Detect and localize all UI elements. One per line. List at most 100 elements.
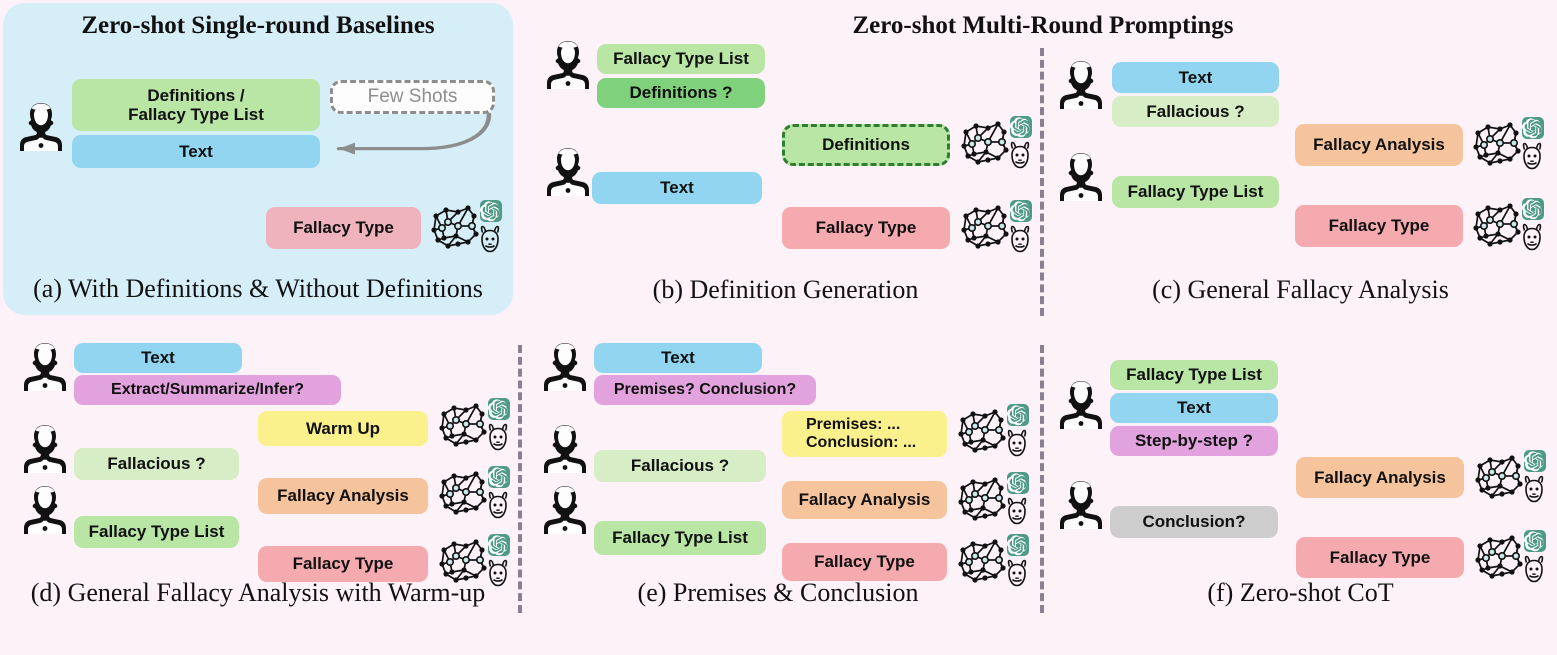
llama-icon [1520, 142, 1544, 172]
openai-logo-icon [480, 200, 502, 222]
model-icon [1470, 198, 1544, 254]
bubble-line-1: Definitions / [147, 85, 245, 105]
bubble-fallacy-type[interactable]: Fallacy Type [782, 207, 950, 249]
neural-network-icon [1470, 119, 1522, 169]
bubble-step-by-step-question[interactable]: Step-by-step ? [1110, 426, 1278, 456]
bubble-fallacy-analysis[interactable]: Fallacy Analysis [782, 481, 947, 519]
user-icon [545, 38, 591, 90]
bubble-conclusion-question[interactable]: Conclusion? [1110, 506, 1278, 538]
llama-icon [1522, 475, 1546, 505]
premises-line: Premises: ... [806, 416, 901, 434]
openai-logo-icon [488, 398, 510, 420]
conclusion-line: Conclusion: ... [806, 434, 917, 451]
llama-icon [478, 225, 502, 255]
openai-logo-icon [1524, 450, 1546, 472]
openai-logo-icon [1522, 117, 1544, 139]
few-shots-arrow-icon [313, 110, 503, 162]
llama-icon [1008, 141, 1032, 171]
bubble-definitions-question[interactable]: Definitions ? [597, 78, 765, 108]
llama-icon [1520, 223, 1544, 253]
neural-network-icon [955, 474, 1007, 524]
user-icon [542, 340, 588, 392]
model-icon [436, 534, 510, 590]
user-icon [1058, 478, 1104, 530]
bubble-premises-conclusion-question[interactable]: Premises? Conclusion? [594, 375, 816, 405]
bubble-fallacy-type-list[interactable]: Fallacy Type List [594, 521, 766, 555]
user-icon [22, 483, 68, 535]
user-icon [545, 145, 591, 197]
model-icon [1472, 530, 1546, 586]
openai-logo-icon [1007, 472, 1029, 494]
bubble-fallacy-type-list[interactable]: Fallacy Type List [74, 516, 239, 548]
llama-icon [486, 423, 510, 453]
section-title-multi-round: Zero-shot Multi-Round Promptings [852, 12, 1234, 39]
llama-icon [1005, 497, 1029, 527]
llama-icon [1008, 225, 1032, 255]
model-icon [958, 116, 1032, 172]
user-icon [1058, 58, 1104, 110]
model-icon [436, 466, 510, 522]
bubble-fallacy-type-list[interactable]: Fallacy Type List [1112, 176, 1279, 208]
bubble-fallacy-analysis[interactable]: Fallacy Analysis [1295, 124, 1463, 166]
bubble-text[interactable]: Text [1112, 62, 1279, 93]
user-icon [1058, 150, 1104, 202]
bubble-line-2: Fallacy Type List [128, 105, 264, 124]
openai-logo-icon [488, 534, 510, 556]
neural-network-icon [428, 202, 480, 252]
model-icon [436, 398, 510, 454]
neural-network-icon [1470, 200, 1522, 250]
bubble-fallacy-type-list[interactable]: Fallacy Type List [597, 44, 765, 74]
divider-d-e [518, 345, 522, 613]
user-icon [22, 422, 68, 474]
model-icon [955, 534, 1029, 590]
model-icon [1472, 450, 1546, 506]
bubble-fallacy-type[interactable]: Fallacy Type [266, 207, 421, 249]
model-icon [958, 200, 1032, 256]
bubble-fallacious-question[interactable]: Fallacious ? [74, 448, 239, 480]
caption-a: (a) With Definitions & Without Definitio… [33, 274, 483, 303]
bubble-text[interactable]: Text [1110, 393, 1278, 423]
bubble-premises-conclusion-output[interactable]: Premises: ... Conclusion: ... [782, 411, 947, 457]
neural-network-icon [1472, 532, 1524, 582]
bubble-fallacy-type[interactable]: Fallacy Type [782, 543, 947, 581]
caption-e: (e) Premises & Conclusion [637, 578, 919, 607]
bubble-fallacy-type-list[interactable]: Fallacy Type List [1110, 360, 1278, 390]
bubble-fallacy-type[interactable]: Fallacy Type [258, 546, 428, 582]
openai-logo-icon [1010, 116, 1032, 138]
bubble-text[interactable]: Text [594, 343, 762, 373]
bubble-fallacy-type[interactable]: Fallacy Type [1296, 537, 1464, 578]
bubble-text[interactable]: Text [74, 343, 242, 373]
user-icon [22, 340, 68, 392]
bubble-extract-summarize-infer[interactable]: Extract/Summarize/Infer? [74, 375, 341, 405]
bubble-definitions-fallacy-type-list[interactable]: Definitions / Fallacy Type List [72, 79, 320, 131]
user-icon [542, 422, 588, 474]
neural-network-icon [436, 400, 488, 450]
model-icon [955, 472, 1029, 528]
user-interactable-icon [1058, 378, 1104, 430]
bubble-definitions-generated[interactable]: Definitions [782, 124, 950, 166]
bubble-text[interactable]: Text [72, 135, 320, 168]
bubble-fallacy-type[interactable]: Fallacy Type [1295, 205, 1463, 247]
neural-network-icon [958, 202, 1010, 252]
bubble-fallacious-question[interactable]: Fallacious ? [1112, 96, 1279, 127]
llama-icon [486, 491, 510, 521]
caption-f: (f) Zero-shot CoT [1207, 578, 1394, 607]
neural-network-icon [955, 406, 1007, 456]
neural-network-icon [1472, 452, 1524, 502]
divider-e-f [1040, 345, 1044, 613]
user-icon [542, 483, 588, 535]
bubble-few-shots[interactable]: Few Shots [330, 80, 495, 114]
caption-d: (d) General Fallacy Analysis with Warm-u… [30, 578, 486, 607]
model-icon [1470, 117, 1544, 173]
bubble-fallacy-analysis[interactable]: Fallacy Analysis [258, 478, 428, 514]
divider-b-c [1040, 48, 1044, 316]
bubble-text[interactable]: Text [592, 172, 762, 204]
model-icon [428, 200, 502, 256]
llama-icon [1005, 429, 1029, 459]
caption-c: (c) General Fallacy Analysis [1152, 275, 1449, 304]
openai-logo-icon [1007, 404, 1029, 426]
bubble-fallacious-question[interactable]: Fallacious ? [594, 450, 766, 482]
openai-logo-icon [1524, 530, 1546, 552]
bubble-warm-up[interactable]: Warm Up [258, 411, 428, 446]
bubble-fallacy-analysis[interactable]: Fallacy Analysis [1296, 457, 1464, 498]
